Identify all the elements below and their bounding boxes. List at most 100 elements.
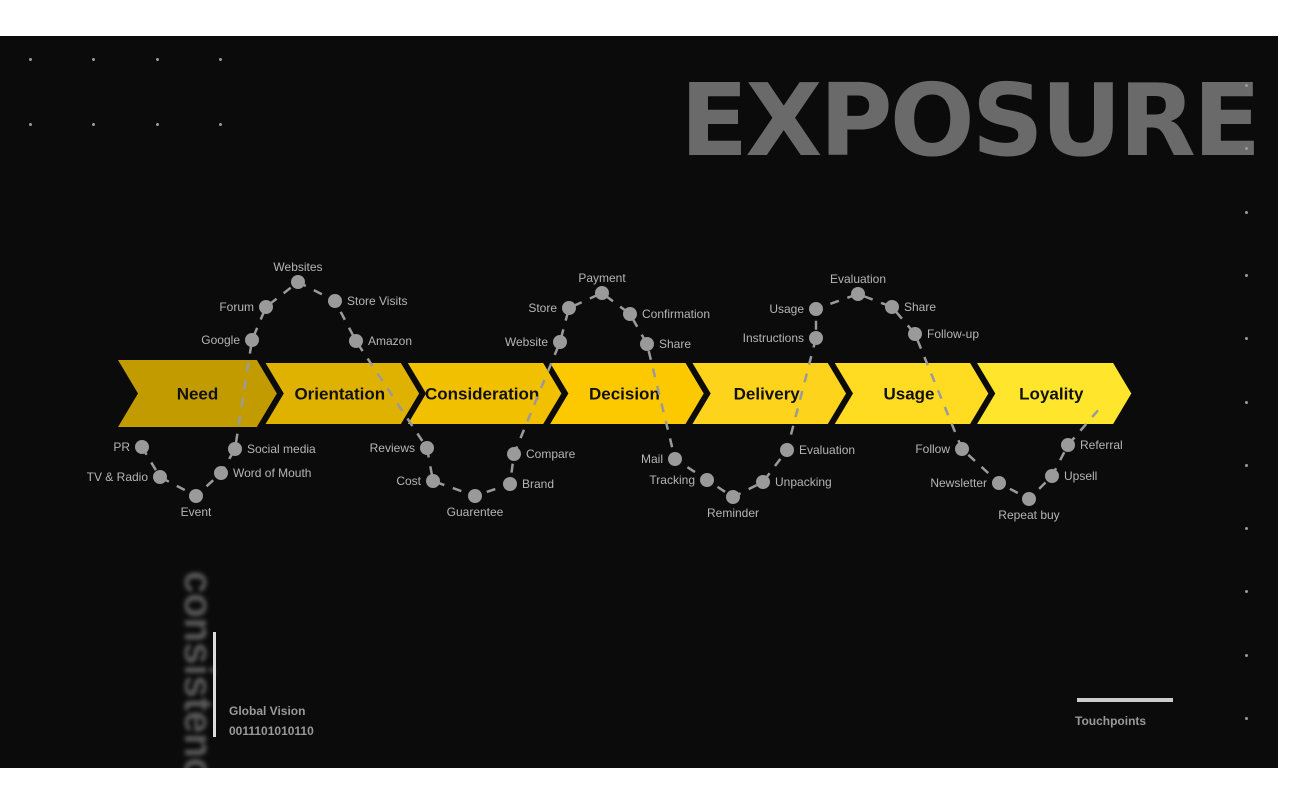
stage-label: Loyality [1019,385,1084,404]
stage-label: Orientation [294,385,385,404]
touchpoint-dot [259,300,273,314]
touchpoint-dot [245,333,259,347]
touchpoint-dot [885,300,899,314]
touchpoint-label: Compare [526,447,576,461]
touchpoint-dot [726,490,740,504]
touchpoint-dot [1061,438,1075,452]
touchpoint-label: Newsletter [930,476,987,490]
touchpoint-label: Word of Mouth [233,466,311,480]
touchpoint-dot [553,335,567,349]
grid-dot [1245,273,1248,277]
touchpoint-label: Store [528,301,557,315]
stage-label: Consideration [425,385,539,404]
grid-dot [1245,717,1248,720]
touchpoint-label: Upsell [1064,469,1097,483]
grid-dot [1245,653,1248,657]
touchpoint-label: Follow-up [927,327,979,341]
touchpoint-label: TV & Radio [87,470,149,484]
touchpoint-label: Reminder [707,506,759,520]
grid-dot [1245,463,1248,467]
touchpoint-dot [780,443,794,457]
grid-dot [1245,590,1248,594]
customer-journey-diagram: Need Orientation Consideration Decision Deli… [87,260,1139,522]
touchpoint-label: Amazon [368,334,412,348]
touchpoint-dot [349,334,363,348]
touchpoint-dot [623,307,637,321]
touchpoint-dot [291,275,305,289]
grid-dot [219,58,222,61]
touchpoint-dot [851,287,865,301]
grid-dot [29,58,32,61]
caption-code: 0011101010110 [229,724,314,738]
touchpoint-label: Share [659,337,691,351]
stage-label: Delivery [734,385,801,404]
touchpoint-label: Google [201,333,240,347]
grid-dot [156,58,159,61]
touchpoint-label: Website [505,335,548,349]
touchpoint-label: Reviews [370,441,415,455]
touchpoint-dot [189,489,203,503]
touchpoint-dot [562,301,576,315]
touchpoint-label: Usage [769,302,804,316]
stage-chevron [966,357,1139,430]
grid-dot [29,123,32,126]
touchpoint-dot [420,441,434,455]
grid-dot [1245,527,1248,531]
touchpoint-dot [426,474,440,488]
touchpoint-dot [668,452,682,466]
touchpoint-dot [809,331,823,345]
journey-slide: EXPOSURE consistency Global Vision 00111… [0,36,1278,768]
grid-dot [1245,337,1248,341]
caption-divider [213,632,216,737]
touchpoint-dot [992,476,1006,490]
touchpoint-dot [595,286,609,300]
grid-dot [1245,210,1248,214]
touchpoint-dot [135,440,149,454]
touchpoint-dot [1022,492,1036,506]
grid-dot [219,123,222,126]
touchpoint-label: PR [113,440,130,454]
touchpoint-label: Follow [915,442,950,456]
touchpoint-dot [228,442,242,456]
touchpoint-label: Event [181,505,212,519]
grid-dot [1245,400,1248,404]
touchpoint-label: Mail [641,452,663,466]
touchpoint-label: Evaluation [799,443,855,457]
grid-dot [92,58,95,61]
touchpoint-dot [955,442,969,456]
grid-dot [156,123,159,126]
caption-title: Global Vision [229,704,306,718]
touchpoint-label: Guarentee [447,505,504,519]
legend-label: Touchpoints [1075,714,1147,728]
touchpoint-label: Evaluation [830,272,886,286]
stage-label: Decision [589,385,660,404]
touchpoint-dot [328,294,342,308]
grid-dot [1245,147,1248,151]
touchpoint-dot [468,489,482,503]
touchpoint-dot [507,447,521,461]
touchpoint-dot [700,473,714,487]
touchpoint-label: Unpacking [775,475,832,489]
touchpoint-label: Cost [396,474,421,488]
stage-chevron [118,360,281,427]
touchpoint-label: Tracking [649,473,695,487]
touchpoint-dot [503,477,517,491]
touchpoint-label: Brand [522,477,554,491]
touchpoint-dot [1045,469,1059,483]
legend-line [1077,698,1173,702]
touchpoint-label: Confirmation [642,307,710,321]
touchpoint-dot [153,470,167,484]
touchpoint-label: Instructions [743,331,804,345]
touchpoint-dot [756,475,770,489]
touchpoint-label: Share [904,300,936,314]
stage-label: Need [177,385,219,404]
touchpoint-dot [640,337,654,351]
touchpoint-dot [809,302,823,316]
grid-dot [92,123,95,126]
grid-dot [1245,84,1248,87]
touchpoint-label: Repeat buy [998,508,1059,522]
stage-label: Usage [883,385,934,404]
touchpoint-dot [908,327,922,341]
background-word: EXPOSURE [680,62,1261,179]
touchpoint-label: Social media [247,442,316,456]
